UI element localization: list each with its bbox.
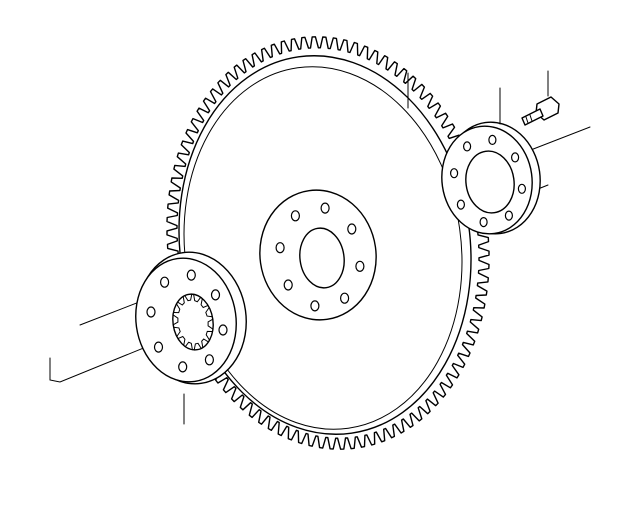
flywheel-bolt-hole: [283, 279, 293, 291]
rear-spacer-bolt-hole: [479, 217, 488, 228]
front-plate-spline-teeth: [172, 293, 214, 351]
rear-spacer-bolt-hole: [450, 168, 459, 179]
flywheel-bolt-hole: [275, 242, 285, 254]
front-plate-bolt-hole: [146, 306, 156, 318]
rear-spacer-bolt-hole: [517, 183, 527, 194]
rear-spacer: [441, 121, 541, 235]
bolt-icon: [521, 96, 560, 126]
flywheel-center-bore: [299, 227, 345, 289]
rear-spacer-bolt-hole: [504, 210, 513, 221]
front-plate-bolt-hole: [153, 341, 164, 353]
front-plate-bolt-hole: [186, 269, 196, 281]
front-plate-bolt-hole: [218, 324, 228, 336]
front-plate-bolt-hole: [160, 276, 170, 288]
bolt-shank: [521, 108, 544, 126]
front-plate-bolt-hole: [178, 361, 188, 373]
front-plate-bolt-holes: [146, 269, 228, 373]
flywheel-bolt-hole: [355, 260, 365, 272]
front-plate-bolt-hole: [210, 289, 221, 301]
rear-spacer-bolt-hole: [510, 152, 520, 163]
rear-spacer-bore: [465, 150, 515, 214]
flywheel-bolt-holes: [275, 202, 365, 312]
flywheel-bolt-hole: [310, 300, 320, 312]
flywheel-bolt-hole: [347, 223, 357, 235]
front-plate-bolt-hole: [204, 354, 214, 366]
flywheel-hub-boss: [259, 189, 377, 321]
front-plate: [135, 251, 247, 385]
flywheel-bolt-hole: [340, 292, 350, 304]
bolt-thread: [529, 114, 533, 122]
rear-spacer-bolt-hole: [456, 199, 465, 210]
callout-leaders: [183, 70, 549, 425]
flywheel-bolt-hole: [290, 210, 300, 222]
rear-spacer-bolt-hole: [488, 134, 497, 145]
rear-spacer-bolt-holes: [450, 134, 527, 228]
flywheel-bolt-hole: [320, 202, 330, 214]
flywheel: [166, 36, 490, 450]
bolt-thread: [525, 116, 529, 124]
rear-spacer-bolt-hole: [463, 141, 472, 152]
